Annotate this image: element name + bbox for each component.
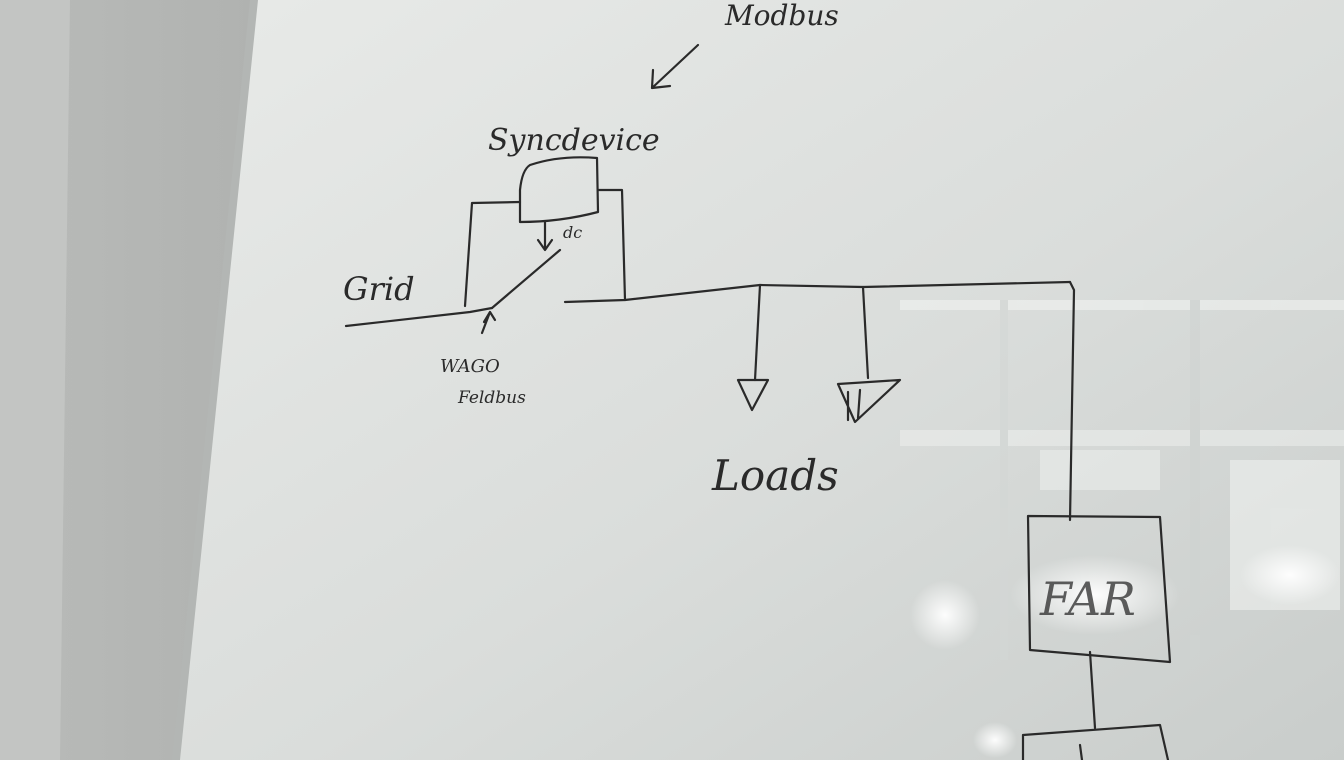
fieldbus-label: Feldbus: [457, 388, 526, 408]
grid-label: Grid: [343, 270, 415, 308]
glare-spot: [973, 722, 1017, 758]
far-lower-wire: [1088, 650, 1097, 730]
wall-shadow: [0, 0, 70, 760]
load1-wire: [753, 283, 762, 382]
switch-blade: [490, 248, 562, 310]
far-box-label: FAR: [1039, 572, 1136, 626]
loads-label: Loads: [711, 451, 839, 500]
syncdevice-label: Syncdevice: [488, 123, 660, 158]
wago-arrow: [480, 310, 497, 335]
glare-spot: [1240, 545, 1340, 605]
load2-symbol: [836, 378, 902, 424]
modbus-label: Modbus: [724, 0, 839, 32]
far-box: [1026, 514, 1172, 664]
glare-spot: [910, 580, 980, 650]
grid-line: [344, 306, 494, 328]
dc-label: dc: [563, 223, 582, 242]
glare-spot: [1010, 555, 1180, 635]
lower-box-divider: [1078, 743, 1084, 760]
wago-label: WAGO: [440, 356, 500, 377]
far-wire: [1068, 280, 1076, 522]
syncdevice-left-wire: [463, 200, 522, 308]
syncdevice-right-wire: [596, 188, 627, 302]
load1-symbol: [736, 378, 770, 412]
dc-arrow: [536, 220, 554, 252]
lower-box: [1021, 723, 1170, 760]
syncdevice-box: [518, 156, 600, 224]
modbus-arrow: [650, 43, 700, 90]
load2-wire: [861, 285, 870, 380]
diagram-ink: [344, 43, 1172, 760]
